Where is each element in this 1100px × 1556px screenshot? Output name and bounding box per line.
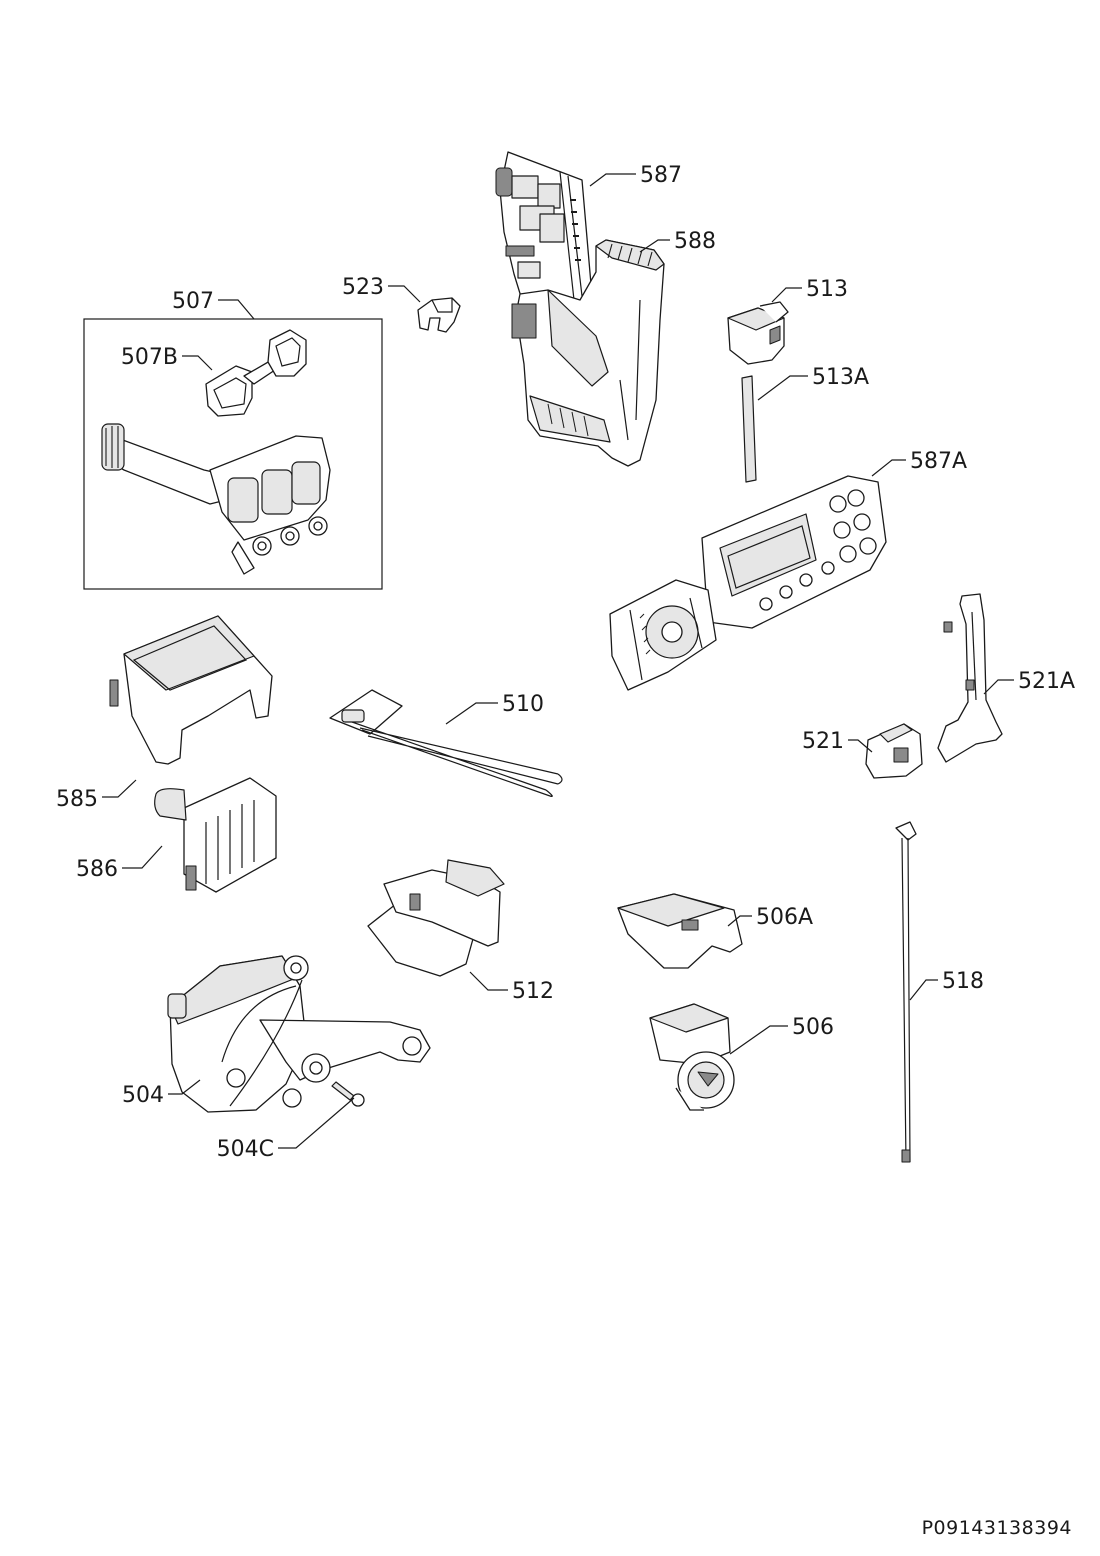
label-585: 585 — [56, 787, 98, 812]
part-523-clip[interactable] — [417, 297, 461, 333]
label-521: 521 — [802, 729, 844, 754]
label-504C: 504C — [217, 1137, 274, 1162]
label-506: 506 — [792, 1015, 834, 1040]
label-507B: 507B — [121, 345, 178, 370]
label-513: 513 — [806, 277, 848, 302]
part-512-holder[interactable] — [367, 859, 505, 977]
leader-lines — [102, 173, 1014, 1149]
part-504-motor[interactable] — [167, 955, 431, 1113]
label-586: 586 — [76, 857, 118, 882]
label-506A: 506A — [756, 905, 813, 930]
part-585-cover[interactable] — [109, 615, 273, 765]
label-512: 512 — [512, 979, 554, 1004]
part-513-connector[interactable] — [727, 301, 789, 365]
part-513A-rod[interactable] — [741, 375, 757, 483]
part-506-drain-pump[interactable] — [649, 1003, 735, 1111]
label-587A: 587A — [910, 449, 967, 474]
part-510-heating-element[interactable] — [329, 689, 563, 797]
document-code: P09143138394 — [922, 1517, 1072, 1539]
label-507: 507 — [172, 289, 214, 314]
label-523: 523 — [342, 275, 384, 300]
label-518: 518 — [942, 969, 984, 994]
label-513A: 513A — [812, 365, 869, 390]
label-510: 510 — [502, 692, 544, 717]
part-521A-lock-bracket[interactable] — [937, 593, 1003, 763]
part-507-group-frame — [83, 318, 383, 590]
label-587: 587 — [640, 163, 682, 188]
part-504C-screw[interactable] — [331, 1081, 365, 1107]
part-586-heatsink[interactable] — [154, 777, 277, 893]
part-518-rod[interactable] — [895, 821, 917, 1163]
part-587A-ui-board[interactable] — [609, 475, 887, 691]
part-506A-cover[interactable] — [617, 893, 743, 969]
label-521A: 521A — [1018, 669, 1075, 694]
callout-labels: 587 588 523 507 507B 513 513A 587A 521A … — [56, 163, 1075, 1162]
part-507B-seal[interactable] — [205, 329, 307, 417]
label-504: 504 — [122, 1083, 164, 1108]
part-588-board-housing[interactable] — [511, 239, 665, 467]
part-507-inlet-valve[interactable] — [101, 423, 331, 575]
label-588: 588 — [674, 229, 716, 254]
part-521-door-lock[interactable] — [865, 723, 923, 779]
